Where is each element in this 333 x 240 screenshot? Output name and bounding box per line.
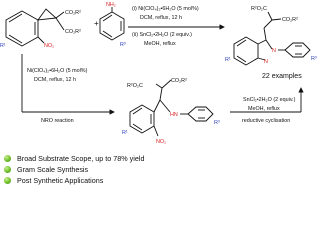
feature-text: Gram Scale Synthesis: [17, 165, 89, 174]
amine-group: NH₂: [106, 2, 116, 8]
nro-catalyst: Ni(ClO₄)₂•6H₂O (5 mol%): [27, 68, 88, 74]
bullet-icon: [4, 177, 11, 184]
one-pot-step2-conditions: MeOH, reflux: [144, 41, 176, 47]
nro-label: NRO reaction: [41, 118, 74, 124]
examples-count: 22 examples: [262, 73, 302, 80]
feature-text: Post Synthetic Applications: [17, 176, 104, 185]
intermediate-nitro: NO₂: [156, 139, 166, 145]
one-pot-step1: (i) Ni(ClO₄)₂•6H₂O (5 mol%): [132, 6, 199, 12]
one-pot-step1-conditions: DCM, reflux, 12 h: [140, 15, 182, 21]
product-ester-top: CO₂R²: [282, 17, 298, 23]
reduction-arrow: SnCl₂•2H₂O (2 equiv.) MeOH, reflux reduc…: [230, 87, 304, 124]
feature-text: Broad Substrate Scope, up to 78% yield: [17, 154, 145, 163]
one-pot-arrow: (i) Ni(ClO₄)₂•6H₂O (5 mol%) DCM, reflux,…: [128, 6, 225, 47]
feature-list: Broad Substrate Scope, up to 78% yield G…: [4, 153, 144, 186]
plus-sign: +: [94, 19, 99, 28]
reactant-aniline: NH₂ R³: [99, 2, 126, 48]
bullet-icon: [4, 166, 11, 173]
intermediate-r3: R³: [214, 120, 220, 126]
intermediate-hn: HN: [170, 112, 178, 118]
one-pot-step2: (ii) SnCl₂•2H₂O (2 equiv.): [132, 32, 192, 38]
reduction-reagent: SnCl₂•2H₂O (2 equiv.): [243, 97, 296, 103]
reduction-label: reductive cyclisation: [242, 118, 290, 124]
product-n2: N: [272, 48, 276, 54]
reduction-conditions: MeOH, reflux: [248, 106, 280, 112]
product-r1: R¹: [225, 57, 231, 63]
r1-ester-bottom: CO₂R²: [65, 29, 81, 35]
intermediate-ester-right: CO₂R²: [171, 78, 187, 84]
bullet-icon: [4, 155, 11, 162]
r1-nitro: NO₂: [44, 43, 54, 49]
feature-item: Post Synthetic Applications: [4, 175, 144, 186]
feature-item: Broad Substrate Scope, up to 78% yield: [4, 153, 144, 164]
intermediate-r1: R¹: [122, 130, 128, 136]
intermediate-amino-ester: R²O₂C CO₂R² NO₂ HN R¹ R³: [122, 78, 220, 145]
product-r3: R³: [311, 56, 317, 62]
nro-arrow: Ni(ClO₄)₂•6H₂O (5 mol%) DCM, reflux, 12 …: [21, 54, 115, 124]
product-indazole: CO₂R² R²O₂C R¹ N N R³ 22 examples: [225, 6, 317, 80]
intermediate-ester-left: R²O₂C: [127, 83, 143, 89]
reaction-scheme: CO₂R² CO₂R² NO₂ R¹ + NH₂ R³ (i) Ni(ClO₄)…: [0, 2, 317, 145]
reactant-nitrophenyl-cyclopropane: CO₂R² CO₂R² NO₂ R¹: [0, 8, 81, 49]
feature-item: Gram Scale Synthesis: [4, 164, 144, 175]
r3-substituent: R³: [120, 42, 126, 48]
nro-conditions: DCM, reflux, 12 h: [34, 77, 76, 83]
product-n1: N: [264, 59, 268, 65]
product-ester-left: R²O₂C: [251, 6, 267, 12]
r1-substituent: R¹: [0, 43, 6, 49]
r1-ester-top: CO₂R²: [65, 10, 81, 16]
